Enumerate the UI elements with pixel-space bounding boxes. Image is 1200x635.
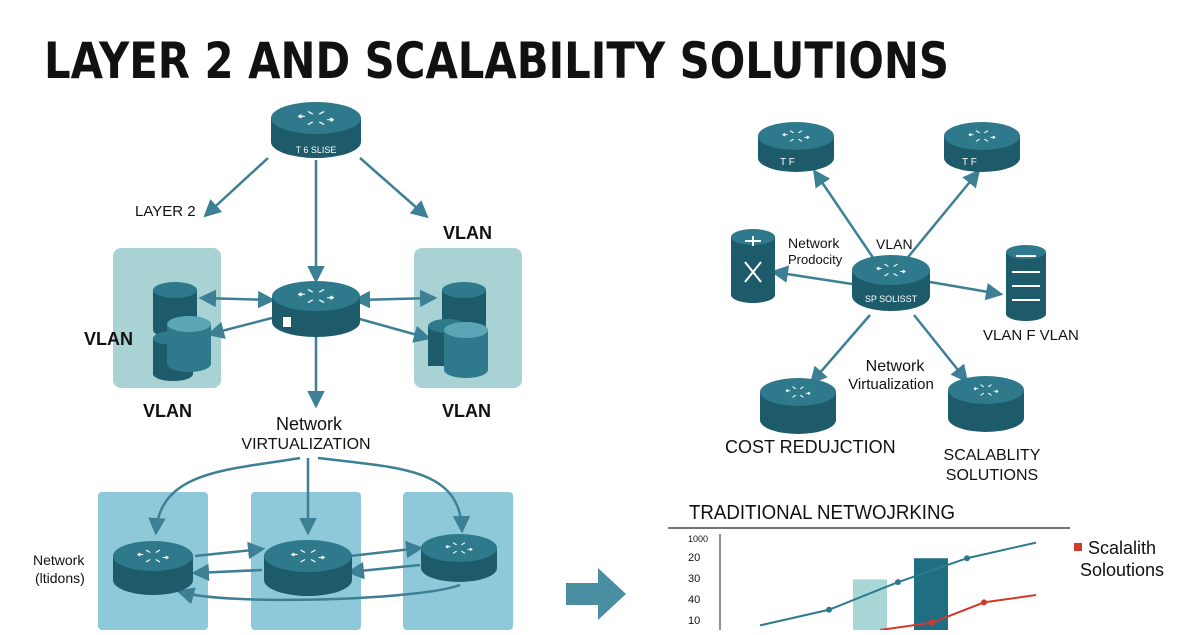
network-label-line1: Network — [33, 552, 85, 568]
chart-tick-label: 30 — [688, 573, 700, 585]
chart-series-line — [879, 594, 1037, 631]
router-top-left-label: T F — [780, 157, 795, 168]
vlan-fvlan-label: VLAN F VLAN — [983, 327, 1079, 344]
arrow-center-right — [929, 280, 1004, 301]
chart-bar — [853, 579, 887, 630]
arrow-mid-right-2 — [355, 316, 432, 343]
arrow-mid-right — [352, 289, 438, 309]
legend-label-2: Soloutions — [1080, 560, 1164, 580]
arrow-b3-b1 — [176, 583, 461, 605]
network-label-1: Network — [788, 235, 840, 251]
core-router: T 6 SLISE — [271, 102, 361, 158]
left-diagram: T 6 SLISE — [33, 102, 626, 630]
vlan-bottom-right-label: VLAN — [442, 401, 491, 421]
cost-reduction-label: COST REDUJCTION — [725, 437, 896, 457]
chart-tick-label: 20 — [688, 552, 700, 564]
vlan-top-right-label: VLAN — [443, 223, 492, 243]
arrow-b1-b2 — [194, 541, 266, 560]
arrow-center-bottomright — [913, 314, 969, 383]
chart-tick-label: 1000 — [688, 534, 708, 544]
arrow-core-vlan — [359, 157, 429, 219]
chart-point — [895, 579, 901, 586]
chart-title: TRADITIONAL NETWOJRKING — [689, 502, 955, 524]
middle-router — [272, 281, 360, 337]
arrow-center-left — [770, 265, 853, 286]
vlan-left-switches — [153, 282, 211, 381]
legend-label-1: Scalalith — [1088, 538, 1156, 558]
server-right — [1006, 245, 1046, 321]
arrow-mid-left — [198, 289, 276, 309]
net-virt-label-1: Network — [866, 358, 926, 375]
scalability-label-2: SOLUTIONS — [946, 467, 1038, 484]
chart-point — [981, 599, 987, 606]
arrow-mid-left-2 — [206, 316, 273, 339]
net-virt-label-2: Virtualization — [848, 376, 934, 393]
router-center-label: SP SOLISST — [865, 294, 918, 304]
chart-point — [929, 619, 935, 626]
chart-lines — [759, 541, 1037, 631]
arrow-core-layer2 — [203, 157, 269, 218]
router-top-right-label: T F — [962, 157, 977, 168]
transition-arrow — [566, 568, 626, 620]
chart-point — [826, 606, 832, 613]
network-label-line2: (ltidons) — [35, 570, 85, 586]
bottom-router-3 — [421, 534, 497, 582]
bottom-router-2 — [264, 540, 352, 596]
arrow-virt-1 — [148, 456, 301, 536]
arrow-center-topleft — [813, 169, 878, 263]
router-top-left: T F — [758, 122, 834, 172]
vlan-bottom-left-label: VLAN — [143, 401, 192, 421]
arrow-b2-b3 — [349, 540, 424, 559]
chart-tick-labels: 1000 20 30 40 10 — [688, 534, 708, 627]
vlan-right-switches — [428, 282, 488, 378]
arrow-b2-b1 — [191, 563, 263, 582]
chart-tick-label: 10 — [688, 615, 700, 627]
page-title: LAYER 2 AND SCALABILITY SOLUTIONS — [44, 32, 949, 90]
chart: TRADITIONAL NETWOJRKING 1000 20 30 40 10 Sca… — [668, 502, 1164, 631]
arrow-center-topright — [903, 169, 981, 263]
network-label-2: Prodocity — [788, 252, 843, 267]
vlan-left-label: VLAN — [84, 329, 133, 349]
right-diagram: T F T F SP SOLISST — [725, 122, 1079, 484]
switch-left — [731, 229, 775, 303]
router-top-right: T F — [944, 122, 1020, 172]
vlan-center-label: VLAN — [876, 236, 913, 252]
arrow-center-bottomleft — [809, 314, 871, 385]
net-virt-line1: Network — [276, 414, 343, 434]
router-center: SP SOLISST — [852, 255, 930, 311]
chart-tick-label: 40 — [688, 594, 700, 606]
core-router-label: T 6 SLISE — [296, 145, 337, 155]
arrow-b3-b2 — [346, 561, 421, 580]
layer2-label: LAYER 2 — [135, 203, 196, 220]
arrow-virt-3 — [317, 456, 471, 534]
scalability-label-1: SCALABLITY — [944, 447, 1041, 464]
router-bottom-right — [948, 376, 1024, 432]
chart-point — [964, 555, 970, 562]
net-virt-line2: VIRTUALIZATION — [241, 436, 370, 453]
legend-swatch — [1074, 543, 1082, 551]
bottom-router-1 — [113, 541, 193, 595]
router-bottom-left — [760, 378, 836, 434]
